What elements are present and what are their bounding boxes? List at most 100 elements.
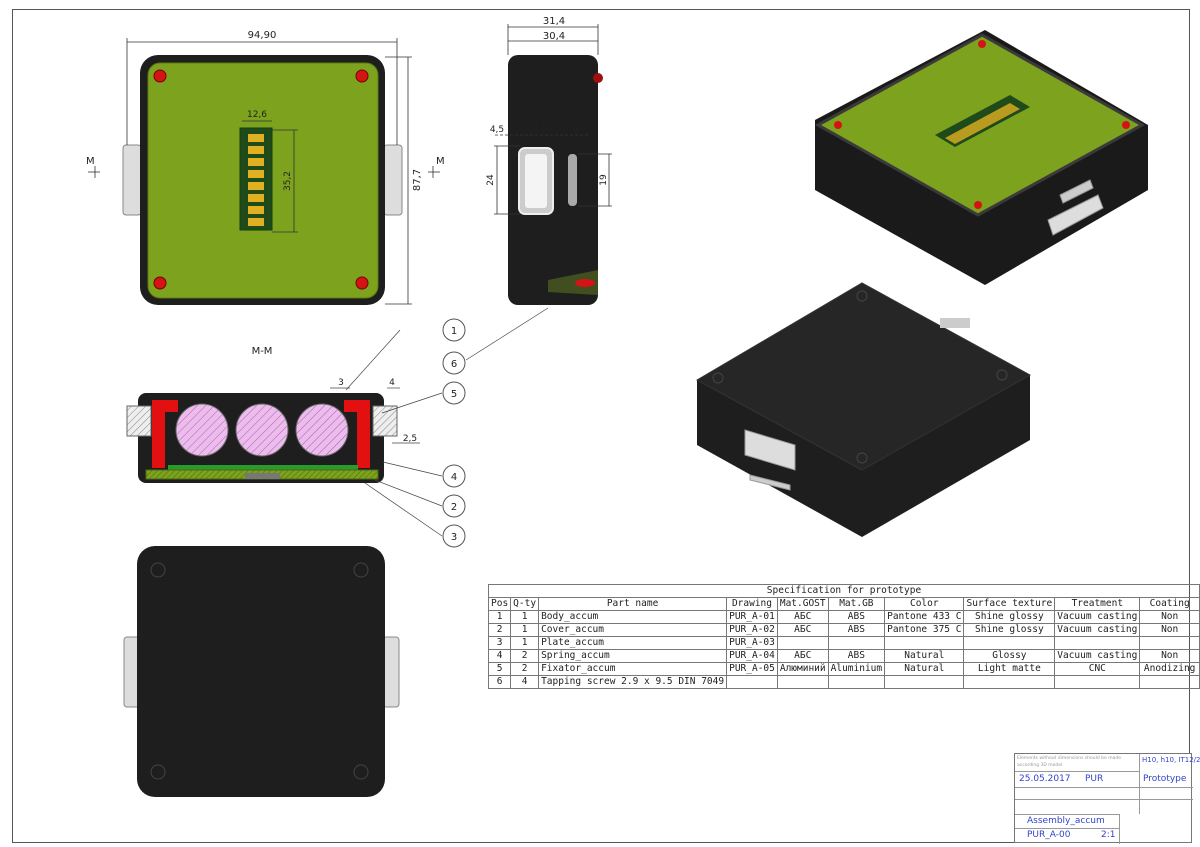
- tolerance-note: Elements without dimensions should be ma…: [1015, 754, 1140, 772]
- spec-cell: 5: [487, 662, 512, 676]
- date: 25.05.2017: [1019, 774, 1071, 784]
- contact-pads: [248, 134, 264, 226]
- svg-text:5: 5: [451, 389, 457, 400]
- spec-cell: Shine glossy: [963, 623, 1056, 637]
- spec-cell: PUR_A-02: [726, 623, 778, 637]
- spec-cell: ABS: [827, 610, 886, 624]
- spec-cell: Vacuum casting: [1054, 610, 1141, 624]
- dim-slot-height: 19: [599, 174, 609, 186]
- spec-cell: 6: [487, 675, 512, 689]
- spec-cell: [884, 636, 965, 650]
- spec-cell: [1139, 636, 1200, 650]
- dim-side-inner: 30,4: [543, 31, 565, 42]
- spec-cell: [827, 636, 886, 650]
- spec-cell: [1054, 636, 1141, 650]
- spec-cell: [726, 675, 778, 689]
- spec-header-cell: Color: [884, 597, 965, 611]
- screw-icon: [153, 69, 167, 83]
- callout-2: 2: [442, 494, 466, 518]
- drawing-name: Assembly_accum: [1027, 816, 1105, 826]
- spec-header-cell: Coating: [1139, 597, 1200, 611]
- spec-header-cell: Mat.GOST: [776, 597, 829, 611]
- spec-cell: 1: [510, 610, 540, 624]
- dim-section-2-5: 2,5: [403, 434, 417, 444]
- spec-cell: Non: [1139, 610, 1200, 624]
- spec-cell: АБС: [776, 623, 829, 637]
- spec-cell: Aluminium: [827, 662, 886, 676]
- spec-cell: Non: [1139, 623, 1200, 637]
- section-mark-left: M: [86, 156, 95, 167]
- spec-header-cell: Surface texture: [963, 597, 1056, 611]
- stage: Prototype: [1143, 774, 1187, 784]
- spec-cell: Natural: [884, 649, 965, 663]
- spec-cell: 1: [487, 610, 512, 624]
- spec-cell: Vacuum casting: [1054, 623, 1141, 637]
- iso-view-bottom: [695, 282, 1032, 537]
- spec-cell: Pantone 375 C: [884, 623, 965, 637]
- spec-cell: [776, 675, 829, 689]
- screw-icon: [355, 69, 369, 83]
- spec-cell: [827, 675, 886, 689]
- spec-cell: [1054, 675, 1141, 689]
- spec-cell: [1139, 675, 1200, 689]
- dim-side-offset-1: 4,5: [490, 125, 504, 135]
- spec-cell: Fixator_accum: [538, 662, 728, 676]
- spec-cell: PUR_A-05: [726, 662, 778, 676]
- spec-cell: Anodizing: [1139, 662, 1200, 676]
- iso-view-top: [814, 30, 1148, 285]
- section-mark-right: M: [436, 156, 445, 167]
- spec-cell: PUR_A-03: [726, 636, 778, 650]
- project: PUR: [1085, 774, 1104, 784]
- spec-cell: ABS: [827, 623, 886, 637]
- callout-4: 4: [442, 464, 466, 488]
- callout-3: 3: [442, 524, 466, 548]
- spec-title: Specification for prototype: [488, 584, 1200, 598]
- spec-cell: Natural: [884, 662, 965, 676]
- dim-section-3: 3: [338, 378, 344, 388]
- spec-cell: 4: [487, 649, 512, 663]
- dim-connector-height: 24: [486, 174, 496, 186]
- spec-cell: Cover_accum: [538, 623, 728, 637]
- dim-front-width: 94,90: [248, 30, 277, 41]
- spec-cell: 4: [510, 675, 540, 689]
- spec-cell: PUR_A-04: [726, 649, 778, 663]
- tolerance-value: H10, h10, IT12/2: [1142, 756, 1200, 764]
- title-block: Elements without dimensions should be ma…: [1014, 753, 1200, 844]
- spec-cell: 3: [487, 636, 512, 650]
- spec-cell: CNC: [1054, 662, 1141, 676]
- spec-cell: [963, 636, 1056, 650]
- dim-section-4: 4: [389, 378, 395, 388]
- callout-1: 1: [442, 318, 466, 342]
- spec-cell: Pantone 433 C: [884, 610, 965, 624]
- svg-text:3: 3: [451, 532, 457, 543]
- spec-cell: АБС: [776, 649, 829, 663]
- svg-text:1: 1: [451, 326, 457, 337]
- screw-icon: [355, 276, 369, 290]
- section-view: M-M 3 4 2,5 1 6 5 4 2 3: [126, 307, 549, 548]
- spec-header-cell: Treatment: [1054, 597, 1141, 611]
- spec-cell: Non: [1139, 649, 1200, 663]
- callout-5: 5: [442, 381, 466, 405]
- svg-text:6: 6: [451, 359, 457, 370]
- drawing-code: PUR_A-00: [1027, 830, 1071, 840]
- section-title: M-M: [252, 346, 273, 357]
- spec-cell: PUR_A-01: [726, 610, 778, 624]
- dim-front-height: 87,7: [412, 169, 423, 191]
- svg-text:2: 2: [451, 502, 457, 513]
- spec-cell: Spring_accum: [538, 649, 728, 663]
- spec-header-cell: Mat.GB: [827, 597, 886, 611]
- bottom-view: [123, 546, 400, 797]
- spec-cell: АБС: [776, 610, 829, 624]
- dim-side-offset-3: 5: [559, 125, 565, 135]
- spec-cell: Tapping screw 2.9 x 9.5 DIN 7049: [538, 675, 728, 689]
- dim-side-outer: 31,4: [543, 16, 565, 27]
- spec-header-cell: Q-ty: [510, 597, 540, 611]
- spec-cell: Shine glossy: [963, 610, 1056, 624]
